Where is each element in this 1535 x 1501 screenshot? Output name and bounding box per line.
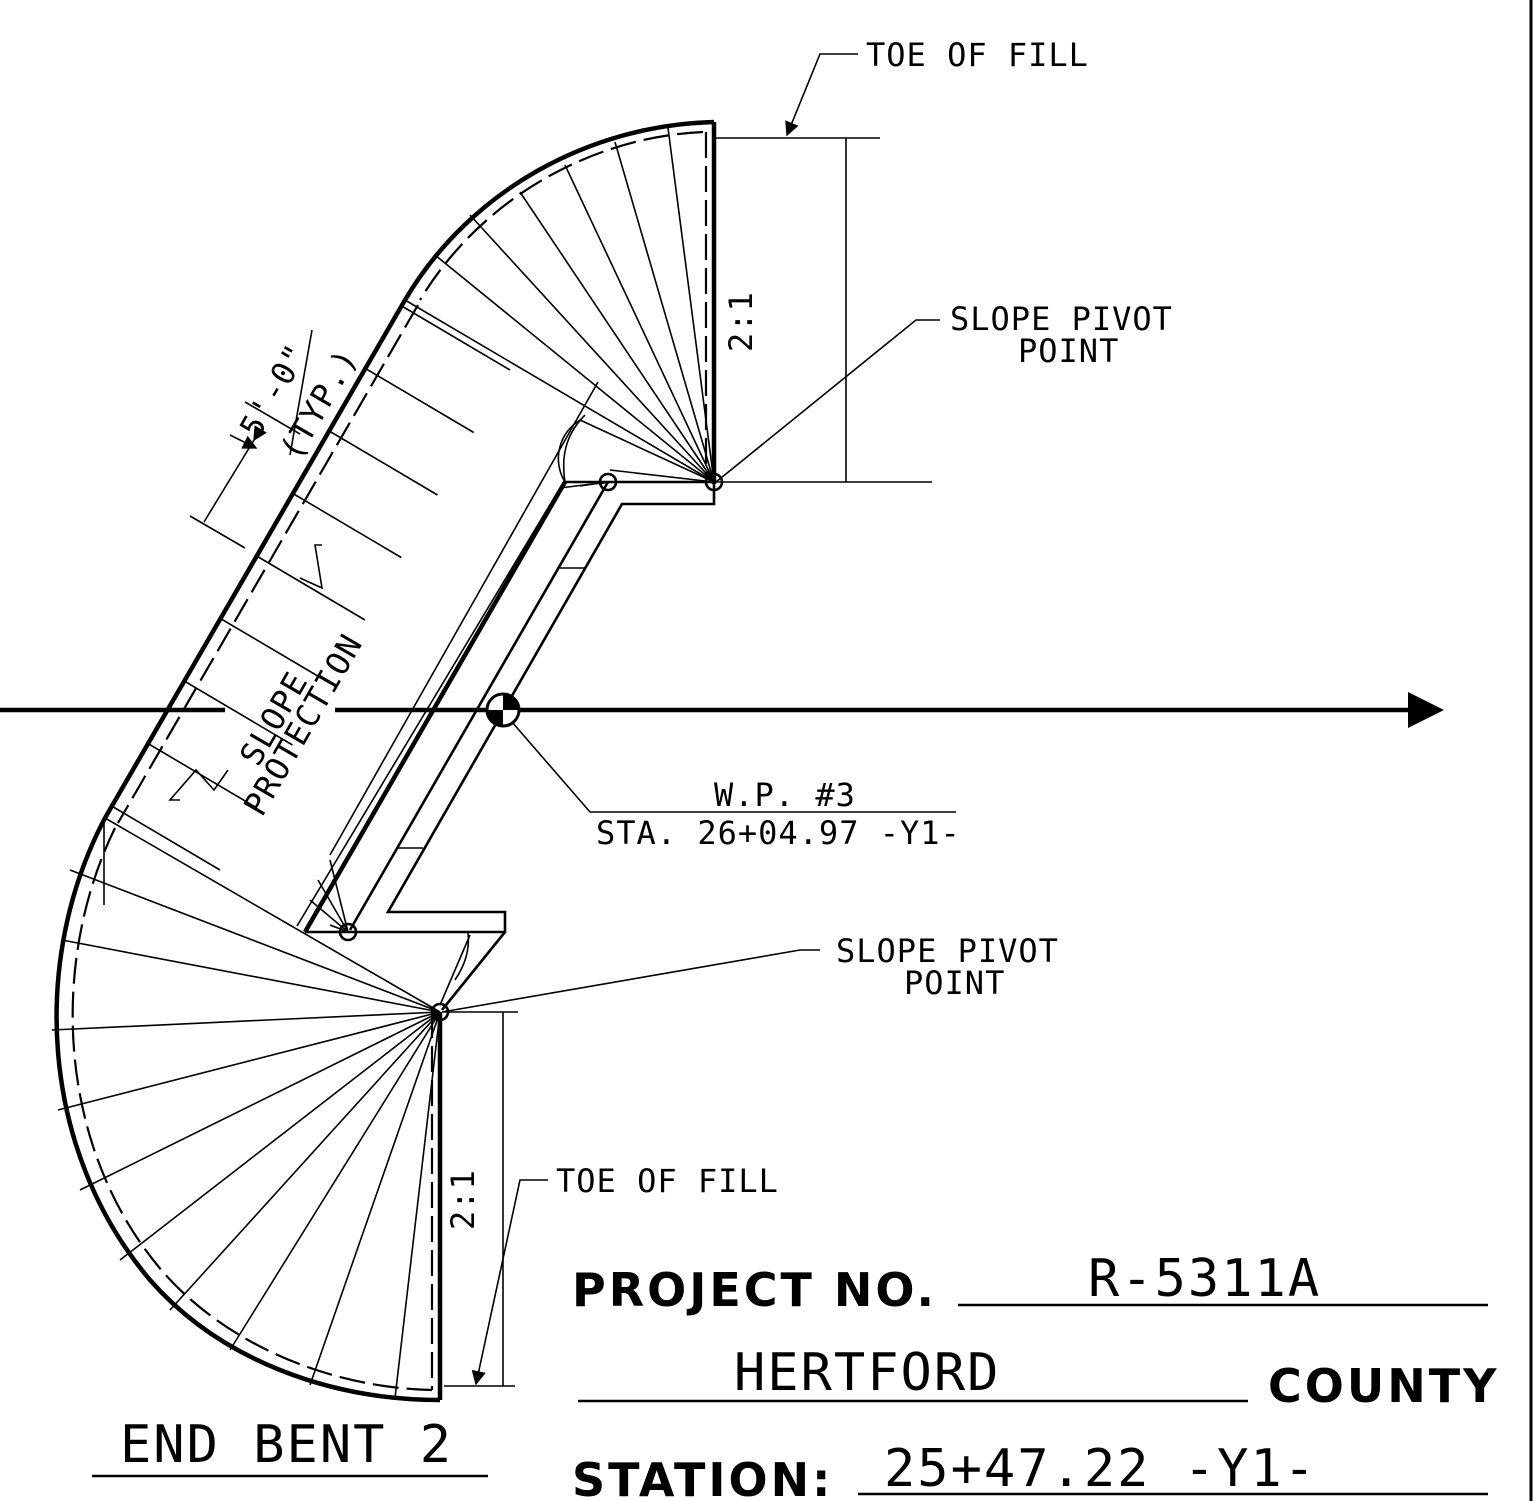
centerline-y1 [0,692,1444,728]
station-label: STATION: [572,1453,833,1501]
slope-pivot-label-top-1: SLOPE PIVOT [950,300,1173,338]
slope-pivot-label-bottom-1: SLOPE PIVOT [836,932,1059,970]
slope-ratio-bottom: 2:1 [444,1169,482,1230]
leaders [168,53,956,1386]
toe-of-fill-label-bottom: TOE OF FILL [556,1162,779,1200]
slope-pivot-label-top-2: POINT [1018,332,1119,370]
slope-protection-band [103,298,511,871]
county-label: COUNTY [1268,1359,1499,1413]
work-point-station: STA. 26+04.97 -Y1- [596,814,961,852]
title-block: PROJECT NO. R-5311A HERTFORD COUNTY STAT… [572,1249,1499,1501]
work-point-icon [485,692,521,728]
slope-ratio-top: 2:1 [722,291,760,352]
end-bent-cap [296,381,716,1011]
work-point-label: W.P. #3 [714,776,856,814]
end-bent-title: END BENT 2 [120,1415,453,1475]
county-value: HERTFORD [734,1343,1000,1403]
slope-pivot-label-bottom-2: POINT [904,964,1005,1002]
project-no-label: PROJECT NO. [572,1263,937,1317]
station-value: 25+47.22 -Y1- [884,1439,1317,1499]
lower-slope-cone [51,816,518,1403]
upper-slope-cone [403,119,932,492]
toe-of-fill-label-top: TOE OF FILL [866,36,1089,74]
project-no-value: R-5311A [1088,1249,1321,1309]
centerline-arrow-icon [1408,692,1444,728]
